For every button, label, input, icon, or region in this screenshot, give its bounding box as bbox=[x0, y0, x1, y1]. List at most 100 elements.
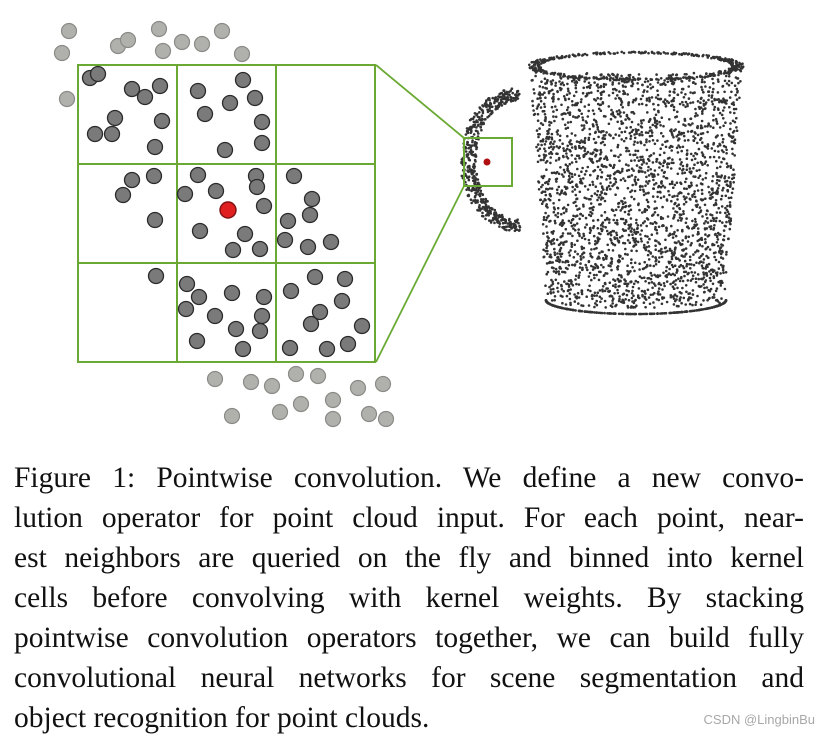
binned-points bbox=[81, 65, 371, 358]
cloud-point bbox=[631, 233, 634, 236]
cloud-point bbox=[603, 289, 607, 293]
cloud-point bbox=[531, 104, 535, 107]
cloud-point bbox=[670, 224, 673, 228]
cloud-point bbox=[687, 52, 691, 55]
cloud-point bbox=[565, 93, 569, 96]
cloud-point bbox=[556, 212, 560, 215]
cloud-point bbox=[722, 72, 726, 75]
cloud-point bbox=[605, 216, 609, 220]
cloud-point bbox=[590, 152, 594, 156]
cloud-point bbox=[616, 94, 619, 97]
cloud-point bbox=[575, 222, 579, 225]
cloud-point bbox=[651, 195, 655, 198]
cloud-point bbox=[642, 118, 645, 122]
cloud-point bbox=[692, 81, 695, 84]
cloud-point bbox=[719, 284, 723, 287]
cloud-point bbox=[639, 170, 643, 173]
cloud-point bbox=[689, 279, 693, 282]
cloud-point bbox=[691, 277, 694, 281]
cloud-point bbox=[676, 151, 680, 154]
cloud-point bbox=[737, 81, 740, 85]
cloud-point bbox=[571, 234, 574, 238]
cloud-point bbox=[555, 270, 558, 274]
cloud-point bbox=[562, 289, 565, 293]
cloud-point bbox=[629, 229, 632, 233]
cloud-point bbox=[675, 115, 679, 118]
cloud-point bbox=[555, 108, 559, 112]
cloud-point bbox=[588, 127, 591, 131]
cloud-point bbox=[580, 290, 584, 294]
cloud-point bbox=[716, 56, 720, 59]
cloud-point bbox=[596, 291, 600, 295]
cloud-point bbox=[727, 83, 731, 87]
cloud-point bbox=[725, 220, 728, 224]
cloud-point bbox=[672, 297, 676, 300]
cloud-point bbox=[498, 221, 501, 224]
cloud-point bbox=[660, 116, 664, 119]
cloud-point bbox=[470, 201, 474, 205]
cloud-point bbox=[699, 101, 702, 104]
cloud-point bbox=[722, 234, 726, 238]
cloud-point bbox=[637, 202, 640, 205]
cloud-point bbox=[592, 170, 595, 173]
cloud-point bbox=[704, 160, 708, 163]
cloud-point bbox=[566, 134, 569, 138]
cloud-point bbox=[687, 298, 690, 302]
cloud-point bbox=[482, 198, 485, 201]
binned-point bbox=[301, 206, 319, 224]
cloud-point bbox=[672, 96, 676, 100]
cloud-point bbox=[681, 145, 685, 149]
cloud-point bbox=[607, 248, 611, 252]
cloud-point bbox=[505, 90, 509, 94]
cloud-point bbox=[714, 289, 718, 293]
cloud-point bbox=[684, 200, 688, 204]
cloud-point bbox=[481, 206, 485, 209]
cloud-point bbox=[515, 220, 519, 224]
cloud-point bbox=[611, 284, 615, 288]
cloud-point bbox=[609, 117, 613, 121]
cloud-point bbox=[661, 296, 664, 299]
cloud-point bbox=[541, 138, 545, 141]
cloud-point bbox=[554, 105, 557, 108]
cloud-point bbox=[592, 225, 596, 228]
cloud-point bbox=[538, 154, 541, 158]
cloud-point bbox=[649, 277, 653, 281]
cloud-point bbox=[577, 276, 580, 279]
cloud-point bbox=[549, 253, 552, 257]
cloud-point bbox=[655, 119, 659, 123]
cloud-point bbox=[545, 159, 549, 163]
cloud-point bbox=[583, 147, 587, 150]
cloud-point bbox=[608, 77, 612, 81]
cloud-point bbox=[704, 233, 707, 236]
cloud-point bbox=[491, 207, 494, 210]
cloud-point bbox=[612, 136, 615, 140]
cloud-point bbox=[552, 110, 555, 113]
cloud-point bbox=[681, 164, 685, 168]
cloud-point bbox=[705, 213, 708, 216]
cloud-point bbox=[663, 170, 666, 174]
cloud-point bbox=[627, 149, 631, 153]
binned-point bbox=[86, 125, 104, 143]
cloud-point bbox=[640, 130, 643, 134]
cloud-point bbox=[627, 213, 631, 216]
cloud-point bbox=[565, 208, 568, 211]
cloud-point bbox=[695, 199, 698, 202]
cloud-point bbox=[538, 127, 541, 130]
cloud-point bbox=[542, 102, 546, 106]
cloud-point bbox=[585, 92, 589, 95]
cloud-point bbox=[552, 146, 556, 149]
cloud-point bbox=[675, 311, 679, 314]
cloud-point bbox=[564, 307, 567, 311]
cloud-point bbox=[543, 91, 546, 94]
cloud-point bbox=[593, 81, 596, 84]
cloud-point bbox=[594, 99, 598, 102]
cloud-point bbox=[726, 189, 730, 192]
cloud-point bbox=[648, 179, 651, 183]
cloud-point bbox=[572, 78, 576, 81]
cloud-point bbox=[566, 126, 570, 130]
cloud-point bbox=[596, 266, 600, 270]
cloud-point bbox=[693, 217, 697, 221]
cloud-point bbox=[575, 103, 578, 107]
cloud-point bbox=[714, 299, 718, 302]
cloud-point bbox=[593, 294, 596, 298]
